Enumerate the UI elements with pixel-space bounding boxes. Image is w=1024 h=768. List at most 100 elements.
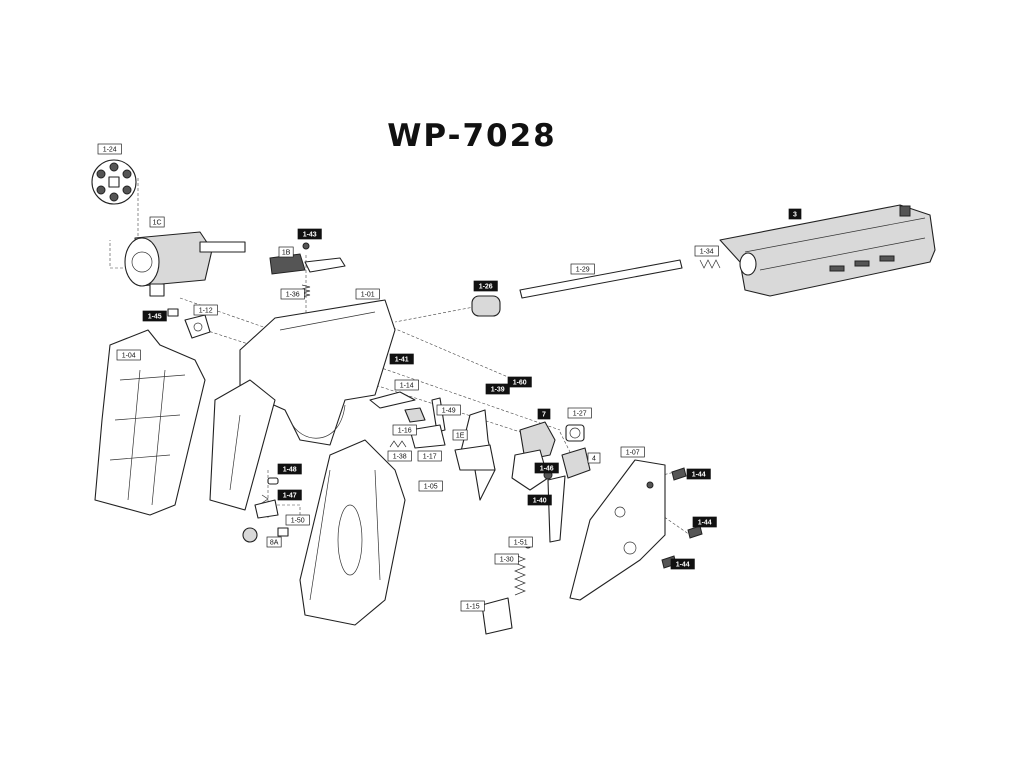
callout-box [620, 446, 645, 458]
callout-text: 1-17 [423, 454, 437, 461]
cylinder-front-part [91, 159, 137, 205]
callout-1-15: 1-15 [460, 600, 485, 612]
hand-part [543, 447, 591, 543]
callout-box [507, 376, 532, 388]
callout-1-36: 1-36 [280, 288, 305, 300]
callout-box [387, 450, 412, 462]
callout-1-41: 1-41 [389, 353, 414, 365]
callout-box [280, 288, 305, 300]
callout-text: 1-30 [500, 557, 514, 564]
callout-text: 1-34 [700, 249, 714, 256]
callout-text: 8A [270, 540, 279, 547]
callout-text: 1-47 [283, 493, 297, 500]
callout-1-43: 1-43 [297, 228, 322, 240]
callout-1-50: 1-50 [285, 514, 310, 526]
callout-1C: 1C [149, 216, 165, 228]
callout-1-38: 1-38 [387, 450, 412, 462]
left-grip-part [94, 329, 206, 516]
callout-box [508, 536, 533, 548]
callout-1-05: 1-05 [418, 480, 443, 492]
callout-1-60: 1-60 [507, 376, 532, 388]
callout-1-34: 1-34 [694, 245, 719, 257]
inner-barrel-part [471, 259, 721, 317]
callout-1-44: 1-44 [670, 558, 695, 570]
callout-1-07: 1-07 [620, 446, 645, 458]
callout-box [567, 407, 592, 419]
callout-box [692, 516, 717, 528]
callout-box [485, 383, 510, 395]
callout-1E: 1E [452, 429, 468, 441]
callout-1-01: 1-01 [355, 288, 380, 300]
callout-1-44: 1-44 [692, 516, 717, 528]
callout-text: 1-24 [103, 147, 117, 154]
callout-1-04: 1-04 [116, 349, 141, 361]
diagram-title: WP-7028 [387, 118, 557, 154]
callout-text: 1-44 [676, 562, 690, 569]
callout-text: 1-50 [291, 518, 305, 525]
callout-text: 1C [153, 220, 162, 227]
callout-text: 1E [456, 433, 465, 440]
callout-text: 1-16 [398, 428, 412, 435]
callout-box [193, 304, 218, 316]
callout-box [686, 468, 711, 480]
callout-text: 1-41 [395, 357, 409, 364]
callout-text: 1-05 [424, 484, 438, 491]
callout-text: 1-51 [514, 540, 528, 547]
callout-box [460, 600, 485, 612]
callout-box [473, 280, 498, 292]
action-parts [369, 391, 446, 449]
callout-text: 1B [282, 250, 291, 257]
callout-7: 7 [537, 408, 551, 420]
callout-text: 1-12 [199, 308, 213, 315]
callout-text: 1-14 [400, 383, 414, 390]
grip-screw-part [167, 308, 211, 339]
callout-text: 1-39 [491, 387, 505, 394]
callout-1-26: 1-26 [473, 280, 498, 292]
callout-text: 1-04 [122, 353, 136, 360]
callout-text: 4 [592, 456, 596, 463]
callout-box [278, 246, 294, 258]
right-grip-part [299, 439, 406, 626]
callout-box [417, 450, 442, 462]
callout-1-47: 1-47 [277, 489, 302, 501]
main-frame-part [209, 299, 396, 511]
callout-box [670, 558, 695, 570]
callout-text: 1-40 [533, 498, 547, 505]
callout-1-39: 1-39 [485, 383, 510, 395]
callout-1-44: 1-44 [686, 468, 711, 480]
callout-text: 1-46 [540, 466, 554, 473]
cylinder-assembly-part [124, 231, 246, 297]
callout-1-45: 1-45 [142, 310, 167, 322]
callout-box [394, 379, 419, 391]
callout-text: 1-36 [286, 292, 300, 299]
callout-box [142, 310, 167, 322]
callout-1-16: 1-16 [392, 424, 417, 436]
callout-box [285, 514, 310, 526]
callout-box [527, 494, 552, 506]
callout-1-14: 1-14 [394, 379, 419, 391]
callout-box [97, 143, 122, 155]
callout-box [149, 216, 165, 228]
callout-box [277, 489, 302, 501]
callout-box [266, 536, 282, 548]
callout-text: 1-44 [692, 472, 706, 479]
callout-text: 1-26 [479, 284, 493, 291]
callout-box [452, 429, 468, 441]
callout-box [418, 480, 443, 492]
callout-text: 1-48 [283, 467, 297, 474]
callout-8A: 8A [266, 536, 282, 548]
callout-box [587, 452, 601, 464]
callout-1-48: 1-48 [277, 463, 302, 475]
callout-box [788, 208, 802, 220]
hammer-part [511, 421, 585, 491]
callout-text: 1-15 [466, 604, 480, 611]
callout-text: 1-43 [303, 232, 317, 239]
callout-text: 1-45 [148, 314, 162, 321]
callout-box [116, 349, 141, 361]
callout-box [694, 245, 719, 257]
callout-text: 1-29 [576, 267, 590, 274]
callout-text: 1-01 [361, 292, 375, 299]
callout-box [534, 462, 559, 474]
